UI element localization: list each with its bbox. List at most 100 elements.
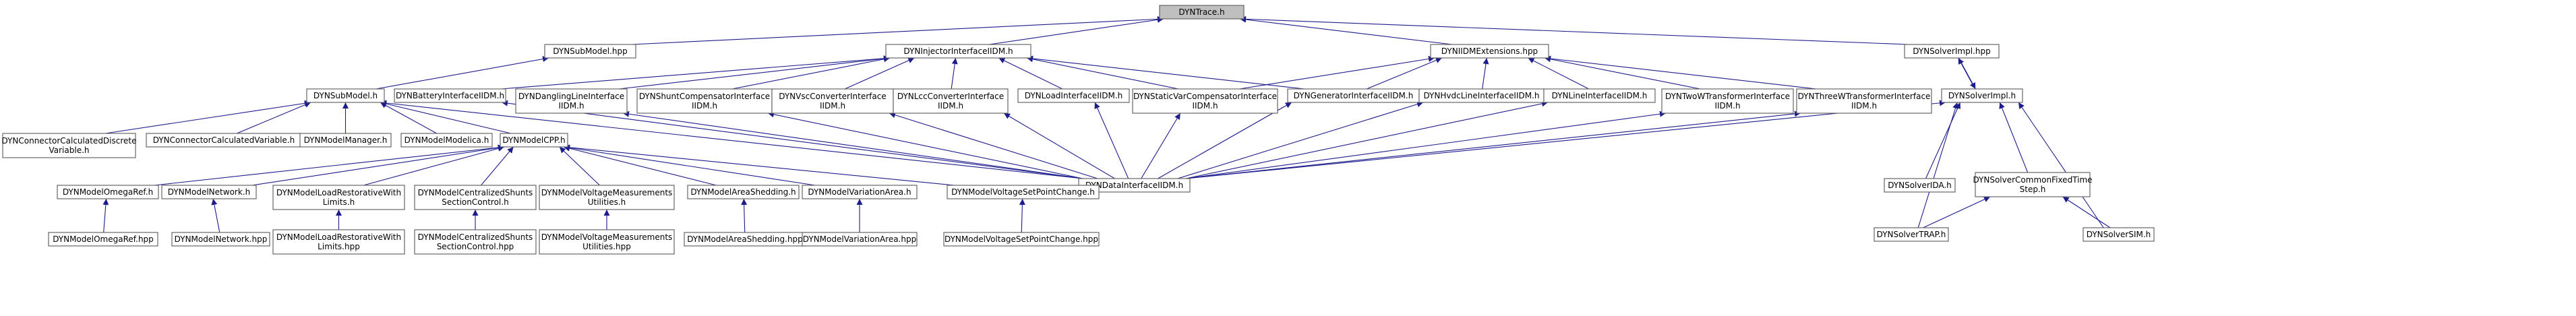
file-node-omegaref-h[interactable]: DYNModelOmegaRef.h xyxy=(57,185,159,199)
node-label: DYNConnectorCalculatedDiscrete xyxy=(1,136,136,146)
node-label: DYNModelAreaShedding.h xyxy=(690,187,796,197)
edge-solverimpl-h-to-solverimpl-hpp xyxy=(1958,57,1976,90)
edge-load-to-injector xyxy=(998,57,1063,90)
edge-loadrest-h-to-modelcpp xyxy=(363,146,505,186)
node-label: DYNSubModel.h xyxy=(313,91,378,100)
edge-generator-to-iidmext xyxy=(1366,57,1443,90)
file-node-load[interactable]: DYNLoadInterfaceIIDM.h xyxy=(1017,88,1130,103)
node-label: Step.h xyxy=(2020,185,2046,194)
file-node-battery[interactable]: DYNBatteryInterfaceIIDM.h xyxy=(394,88,506,103)
node-label: DYNDataInterfaceIIDM.h xyxy=(1085,181,1183,190)
file-node-line[interactable]: DYNLineInterfaceIIDM.h xyxy=(1543,88,1656,103)
file-node-variation-h[interactable]: DYNModelVariationArea.h xyxy=(802,185,918,199)
node-box xyxy=(636,88,773,114)
file-node-network-hpp[interactable]: DYNModelNetwork.hpp xyxy=(171,232,270,247)
file-node-modelica[interactable]: DYNModelModelica.h xyxy=(400,133,493,148)
file-node-areashed-hpp[interactable]: DYNModelAreaShedding.hpp xyxy=(684,232,806,247)
file-node-trace[interactable]: DYNTrace.h xyxy=(1159,5,1245,20)
node-box xyxy=(802,232,918,247)
node-label: DYNModelModelica.h xyxy=(405,135,489,145)
edge-datainterface-to-load xyxy=(1094,102,1129,179)
file-node-submodel-h[interactable]: DYNSubModel.h xyxy=(306,88,385,103)
node-label: DYNSolverSIM.h xyxy=(2087,230,2151,239)
node-box xyxy=(1132,88,1278,114)
node-box xyxy=(539,185,675,210)
edge-datainterface-to-vsc xyxy=(889,112,1098,179)
node-box xyxy=(1543,88,1656,103)
file-node-submodel-hpp[interactable]: DYNSubModel.hpp xyxy=(544,44,636,59)
node-label: DYNThreeWTransformerInterface xyxy=(1798,92,1931,101)
node-label: IIDM.h xyxy=(1192,101,1218,110)
edge-injector-to-trace xyxy=(989,16,1164,45)
edge-variation-h-to-modelcpp xyxy=(563,144,816,186)
node-box xyxy=(943,232,1100,247)
node-label: DYNModelVoltageMeasurements xyxy=(541,232,673,242)
node-box xyxy=(1430,44,1549,59)
edge-twowt-to-iidmext xyxy=(1544,56,1700,90)
file-node-modelcpp[interactable]: DYNModelCPP.h xyxy=(500,133,568,148)
file-node-solsim[interactable]: DYNSolverSIM.h xyxy=(2083,227,2155,242)
file-node-network-h[interactable]: DYNModelNetwork.h xyxy=(161,185,257,199)
node-label: DYNModelVoltageSetPointChange.hpp xyxy=(945,234,1098,244)
edge-generator-to-injector xyxy=(1026,55,1305,90)
edge-areashed-h-to-modelcpp xyxy=(563,145,717,186)
file-node-areashed-h[interactable]: DYNModelAreaShedding.h xyxy=(687,185,800,199)
file-node-omegaref-hpp[interactable]: DYNModelOmegaRef.hpp xyxy=(48,232,158,247)
file-node-voltset-h[interactable]: DYNModelVoltageSetPointChange.h xyxy=(947,185,1100,199)
node-box xyxy=(272,185,405,210)
edge-submodel-hpp-to-trace xyxy=(631,15,1164,45)
file-node-central-hpp[interactable]: DYNModelCentralizedShuntsSectionControl.… xyxy=(414,229,537,255)
node-box xyxy=(2083,227,2155,242)
node-box xyxy=(1159,5,1245,20)
file-node-injector[interactable]: DYNInjectorInterfaceIIDM.h xyxy=(885,44,1031,59)
file-node-conn-calc[interactable]: DYNConnectorCalculatedVariable.h xyxy=(146,133,302,148)
node-label: Limits.hpp xyxy=(318,242,360,251)
node-box xyxy=(2,133,136,158)
node-box xyxy=(48,232,158,247)
node-label: DYNInjectorInterfaceIIDM.h xyxy=(903,46,1013,56)
edge-solsim-to-commonfixed xyxy=(2062,196,2111,228)
file-node-modelmanager[interactable]: DYNModelManager.h xyxy=(299,133,392,148)
file-node-datainterface[interactable]: DYNDataInterfaceIIDM.h xyxy=(1078,178,1191,193)
edge-solsim-to-solverimpl-h xyxy=(2018,102,2104,228)
edge-omegaref-h-to-modelcpp xyxy=(154,144,505,186)
file-node-solverimpl-h[interactable]: DYNSolverImpl.h xyxy=(1941,88,2023,103)
dependency-edges xyxy=(102,15,2111,233)
file-node-iidmext[interactable]: DYNIIDMExtensions.hpp xyxy=(1430,44,1549,59)
node-box xyxy=(299,133,392,148)
edge-vsc-to-injector xyxy=(844,57,915,90)
file-node-hvdc[interactable]: DYNHvdcLineInterfaceIIDM.h xyxy=(1418,88,1545,103)
node-label: DYNTrace.h xyxy=(1178,7,1224,17)
edge-hvdc-to-iidmext xyxy=(1482,57,1489,90)
edge-datainterface-to-twowt xyxy=(1185,110,1667,179)
node-label: DYNModelVariationArea.h xyxy=(808,187,911,197)
edge-soltrap-to-commonfixed xyxy=(1923,196,1991,228)
file-node-central-h[interactable]: DYNModelCentralizedShuntsSectionControl.… xyxy=(414,185,537,210)
file-node-soltrap[interactable]: DYNSolverTRAP.h xyxy=(1874,227,1949,242)
node-box xyxy=(893,88,1009,114)
file-node-solverimpl-hpp[interactable]: DYNSolverImpl.hpp xyxy=(1904,44,2000,59)
edge-voltset-hpp-to-voltset-h xyxy=(1019,198,1025,233)
file-node-variation-hpp[interactable]: DYNModelVariationArea.hpp xyxy=(802,232,918,247)
edge-modelcpp-to-submodel-h xyxy=(380,100,511,134)
node-label: DYNBatteryInterfaceIIDM.h xyxy=(396,91,504,100)
file-node-generator[interactable]: DYNGeneratorInterfaceIIDM.h xyxy=(1287,88,1420,103)
file-node-solverida[interactable]: DYNSolverIDA.h xyxy=(1884,178,1956,193)
node-label: Utilities.hpp xyxy=(582,242,631,251)
file-node-voltset-hpp[interactable]: DYNModelVoltageSetPointChange.hpp xyxy=(943,232,1100,247)
edge-network-hpp-to-network-h xyxy=(211,198,220,233)
